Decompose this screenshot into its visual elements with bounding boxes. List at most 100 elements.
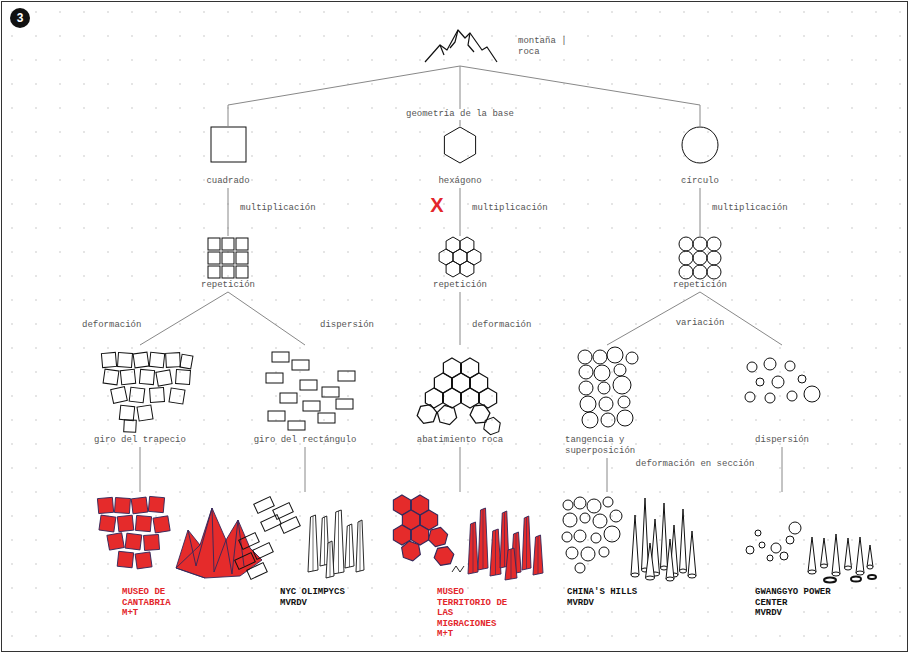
cone-base xyxy=(808,570,816,574)
edge-label: variación xyxy=(674,318,727,329)
shape-node: hexágono xyxy=(420,126,500,187)
cone xyxy=(661,503,668,568)
node-label: repetición xyxy=(188,280,268,291)
shape-node: tangencia y superposición xyxy=(560,345,660,457)
node-label: montaña | roca xyxy=(518,36,590,58)
prism-edge xyxy=(360,521,361,571)
node-label: hexágono xyxy=(420,176,500,187)
prism-edge xyxy=(349,525,350,567)
edge-label: multiplicación xyxy=(238,203,318,214)
node-label: tangencia y superposición xyxy=(565,435,655,457)
cone xyxy=(688,531,696,576)
tree-branch xyxy=(140,292,228,345)
project-name: M+T xyxy=(437,629,512,640)
cone xyxy=(821,538,828,566)
prism-edge xyxy=(313,516,314,571)
prism xyxy=(333,510,344,574)
cone-base xyxy=(688,574,696,578)
cone-base xyxy=(821,564,828,568)
territorio-model xyxy=(393,495,464,572)
node-label: repetición xyxy=(420,280,500,291)
cantabria-model xyxy=(97,496,262,578)
prism-edge xyxy=(495,530,496,575)
tree-branch xyxy=(607,458,608,492)
project-node: GWANGGYO POWER CENTERMVRDV xyxy=(740,492,890,619)
project-name: M+T xyxy=(122,608,182,619)
shape-node: giro del rectángulo xyxy=(250,345,360,446)
tree-branch xyxy=(460,188,461,236)
project-node: NYC OLIMPYCSMVRDV xyxy=(230,492,380,608)
cone xyxy=(856,537,864,573)
prism xyxy=(468,522,478,574)
mountain-icon xyxy=(425,30,497,62)
prism-edge xyxy=(504,512,505,567)
node-label: dispersión xyxy=(727,435,837,446)
prism-edge xyxy=(473,523,474,573)
prism-edge xyxy=(538,536,539,574)
cone-base xyxy=(646,576,655,580)
cone xyxy=(832,534,840,574)
cone-base xyxy=(867,565,873,569)
project-name: MUSEO TERRITORIO DE LAS MIGRACIONES xyxy=(437,587,512,629)
cone xyxy=(646,543,655,578)
prism-edge xyxy=(324,517,325,565)
cone-base xyxy=(845,566,852,570)
cone-base xyxy=(631,573,639,577)
project-node: MUSEO DE CANTABRIAM+T xyxy=(95,492,265,619)
cone xyxy=(666,539,674,579)
tree-branch xyxy=(700,188,701,236)
prism xyxy=(478,508,488,570)
cone xyxy=(680,509,687,571)
tree-branch xyxy=(460,292,461,345)
cone xyxy=(631,515,639,575)
edge-label: deformación xyxy=(470,320,533,331)
shape-node: giro del trapecio xyxy=(85,345,195,446)
tree-branch xyxy=(228,188,229,236)
shape-node: repetición xyxy=(188,236,268,291)
project-node: MUSEO TERRITORIO DE LAS MIGRACIONESM+T xyxy=(392,492,547,640)
section-label: deformación en sección xyxy=(634,459,757,470)
cone-base xyxy=(666,577,674,581)
cone xyxy=(845,538,852,568)
gwanggyo-model xyxy=(746,522,876,583)
project-node: CHINA'S HILLSMVRDV xyxy=(560,492,710,608)
callout-disc xyxy=(10,8,30,28)
edge-label: multiplicación xyxy=(710,203,790,214)
edge-label: geometría de la base xyxy=(404,109,516,120)
solids xyxy=(308,498,873,581)
project-name: NYC OLIMPYCS xyxy=(280,587,370,598)
shape-node: montaña | roca xyxy=(425,28,590,65)
shape-node: abatimiento roca xyxy=(405,345,515,446)
node-label: giro del trapecio xyxy=(85,435,195,446)
prism-edge xyxy=(526,517,527,569)
shape-node: cuadrado xyxy=(188,126,268,187)
tree-branch xyxy=(782,447,783,492)
cone-base xyxy=(661,566,668,570)
prism xyxy=(345,524,354,568)
prism xyxy=(326,541,334,578)
project-name: CHINA'S HILLS xyxy=(567,587,657,598)
cone-base xyxy=(832,572,840,576)
tree-branch xyxy=(228,292,305,345)
project-name: MVRDV xyxy=(280,598,370,609)
cone xyxy=(867,545,873,567)
project-name: MUSEO DE CANTABRIA xyxy=(122,587,182,608)
node-label: giro del rectángulo xyxy=(250,435,360,446)
china-hills-model xyxy=(562,497,622,573)
discard-mark: X xyxy=(430,194,443,216)
tree-branch xyxy=(140,447,141,492)
shape-node: círculo xyxy=(660,126,740,187)
edge-label: deformación xyxy=(80,320,143,331)
prism-edge xyxy=(511,549,512,579)
project-name: MVRDV xyxy=(567,598,657,609)
prism xyxy=(356,520,364,572)
tree-branch xyxy=(305,447,306,492)
prism-edge xyxy=(338,511,339,573)
node-label: cuadrado xyxy=(188,176,268,187)
prism-edge xyxy=(330,542,331,577)
node-label: círculo xyxy=(660,176,740,187)
cone xyxy=(808,537,816,572)
cone-base xyxy=(856,571,864,575)
node-label: abatimiento roca xyxy=(405,435,515,446)
